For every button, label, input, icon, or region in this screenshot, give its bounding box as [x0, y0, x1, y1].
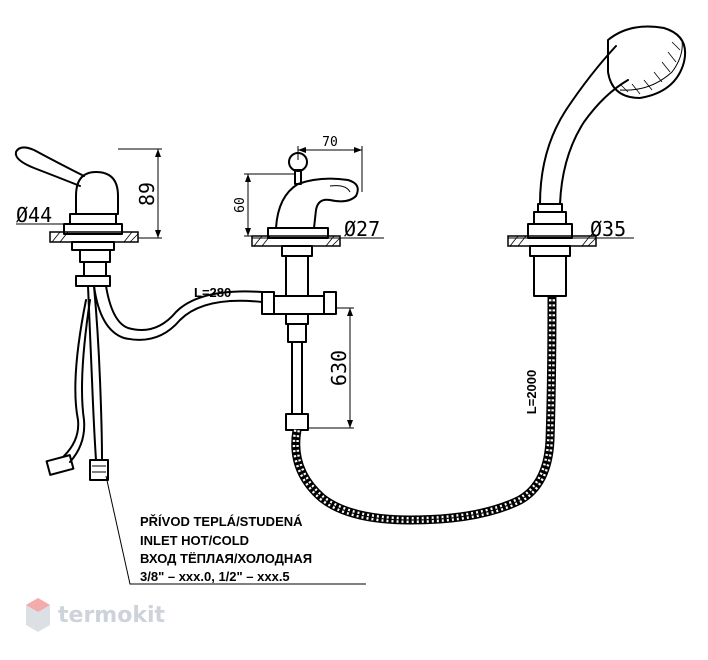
watermark-brand: termokit [58, 603, 165, 628]
inlet-note-sizes: 3/8" – xxx.0, 1/2" – xxx.5 [140, 569, 290, 584]
hand-shower: Ø35 [507, 25, 686, 297]
hose-length-label: L=2000 [524, 370, 539, 414]
inlet-note-en: INLET HOT/COLD [140, 533, 249, 548]
termokit-watermark: termokit [26, 598, 165, 632]
inlet-note: PŘÍVOD TEPLÁ/STUDENÁ INLET HOT/COLD ВХОД… [105, 475, 366, 585]
inlet-hoses [45, 285, 109, 481]
connecting-pipe: L=280 [93, 285, 263, 341]
lever-diameter-label: Ø44 [16, 203, 52, 227]
pipe-length-label: L=280 [194, 285, 231, 300]
lever-height-label: 89 [135, 182, 159, 206]
hose-drop-label: 630 [327, 350, 351, 386]
spout-height-label: 60 [233, 197, 248, 213]
spout-width-label: 70 [322, 135, 338, 150]
shower-diameter-label: Ø35 [590, 217, 626, 241]
inlet-note-cz: PŘÍVOD TEPLÁ/STUDENÁ [140, 514, 303, 529]
spout-diameter-label: Ø27 [344, 217, 380, 241]
inlet-note-ru: ВХОД ТЁПЛАЯ/ХОЛОДНАЯ [140, 551, 312, 566]
shower-hose: L=2000 [291, 295, 557, 525]
spout-assembly: 70 60 Ø27 630 [233, 135, 384, 431]
lever-mixer: 89 Ø44 [14, 146, 162, 287]
